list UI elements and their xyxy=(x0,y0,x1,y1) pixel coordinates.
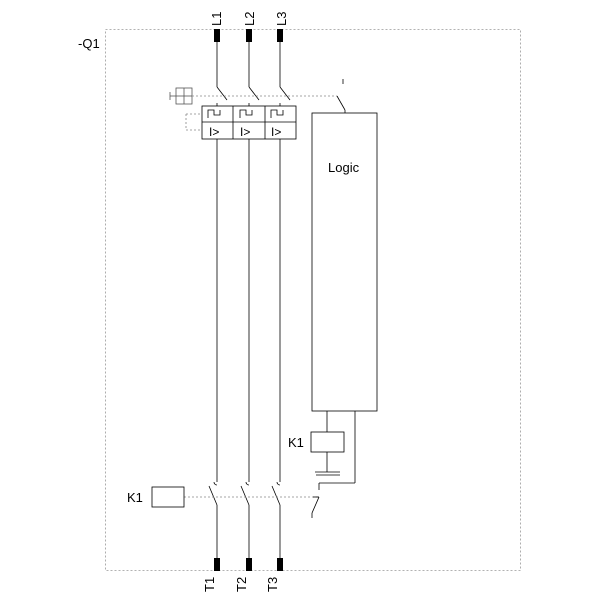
magnetic-trip-label-2: I> xyxy=(240,125,250,139)
thermal-element-icon xyxy=(270,109,284,118)
terminal-label-l1: L1 xyxy=(209,12,224,26)
contactor-coil-right xyxy=(310,431,345,453)
contactor-main-contacts xyxy=(208,481,281,563)
manual-operator-icon xyxy=(169,87,193,105)
conductors-top xyxy=(216,42,291,106)
aux-contact xyxy=(336,79,346,113)
logic-label: Logic xyxy=(328,160,360,175)
contactor-coil-left xyxy=(151,486,185,508)
terminal-label-l3: L3 xyxy=(274,12,289,26)
magnetic-trip-label-1: I> xyxy=(209,125,219,139)
terminal-l1 xyxy=(214,29,220,42)
terminal-label-l2: L2 xyxy=(242,12,257,26)
conductors-main xyxy=(216,139,281,482)
terminal-label-t1: T1 xyxy=(202,577,217,592)
thermal-element-icon xyxy=(207,109,221,118)
logic-coil-wiring xyxy=(311,411,356,518)
terminal-t1 xyxy=(214,558,220,571)
terminal-l2 xyxy=(246,29,252,42)
thermal-element-icon xyxy=(239,109,253,118)
device-designation: -Q1 xyxy=(78,36,100,51)
trip-linkage xyxy=(185,113,202,131)
logic-block xyxy=(311,112,378,412)
terminal-l3 xyxy=(277,29,283,42)
device-enclosure xyxy=(105,29,521,571)
trip-units: I> I> I> xyxy=(201,105,297,140)
magnetic-trip-label-3: I> xyxy=(271,125,281,139)
terminal-label-t3: T3 xyxy=(265,577,280,592)
terminal-t2 xyxy=(246,558,252,571)
terminal-label-t2: T2 xyxy=(234,577,249,592)
terminal-t3 xyxy=(277,558,283,571)
coil-label-top: K1 xyxy=(288,435,304,450)
coil-label-left: K1 xyxy=(127,490,143,505)
